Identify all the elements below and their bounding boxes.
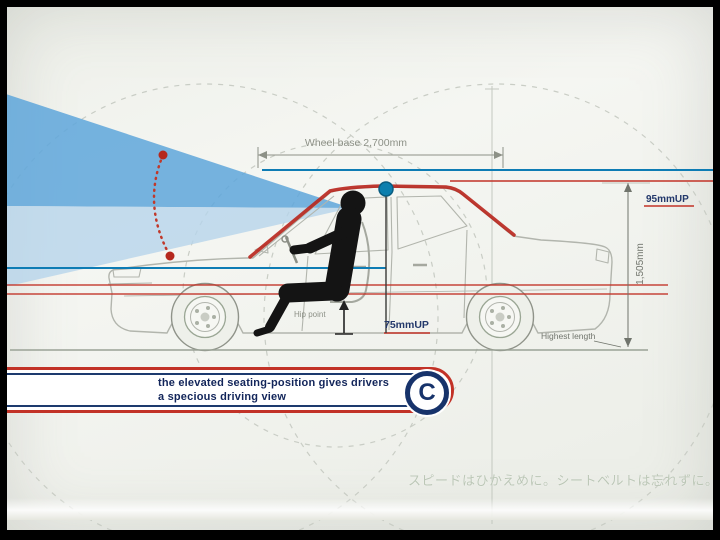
video-frame: Wheel base 2,700mm 1,505mm 95mmUP 75mmUP… <box>7 7 713 530</box>
roof-up-label: 95mmUP <box>646 194 689 205</box>
diagram-area: Wheel base 2,700mm 1,505mm 95mmUP 75mmUP… <box>7 7 713 530</box>
driver-silhouette <box>253 190 366 337</box>
roof-point-dot <box>378 181 394 197</box>
rear-wheel <box>465 282 535 352</box>
technical-diagram: Wheel base 2,700mm 1,505mm 95mmUP 75mmUP… <box>7 83 713 530</box>
wheelbase-label: Wheel base 2,700mm <box>305 137 407 149</box>
hip-up-label: 75mmUP <box>384 319 429 331</box>
eye-arc <box>152 150 175 261</box>
hip-point-label: Hip point <box>294 310 326 319</box>
caption-banner-text: the elevated seating-position gives driv… <box>158 376 389 404</box>
wheelbase-dimension <box>257 147 504 168</box>
banner-line-1: the elevated seating-position gives driv… <box>158 377 390 389</box>
video-noise-band <box>7 498 713 520</box>
safety-caption-japanese: スピードはひかえめに。シートベルトは忘れずに。 <box>408 473 713 488</box>
c-badge: C <box>405 371 449 415</box>
overall-height-label: 1,505mm <box>635 243 646 285</box>
c-badge-letter: C <box>418 379 436 406</box>
vision-cone-upper <box>7 94 351 208</box>
eye-arc-dot-bottom <box>165 251 175 261</box>
vision-cone-lower <box>7 206 351 287</box>
banner-line-2: a specious driving view <box>158 391 287 403</box>
raised-roofline-highlight <box>248 184 516 259</box>
hip-up-arrow <box>335 300 353 335</box>
blue-reference-lines <box>7 169 713 269</box>
eye-arc-dot-top <box>158 150 168 160</box>
highest-length-leader <box>593 340 622 348</box>
caption-banner: the elevated seating-position gives driv… <box>7 367 454 415</box>
front-wheel <box>170 282 240 352</box>
overall-height-dimension <box>602 182 650 347</box>
vision-cone <box>7 94 351 287</box>
highest-length-label: Highest length <box>541 331 596 341</box>
